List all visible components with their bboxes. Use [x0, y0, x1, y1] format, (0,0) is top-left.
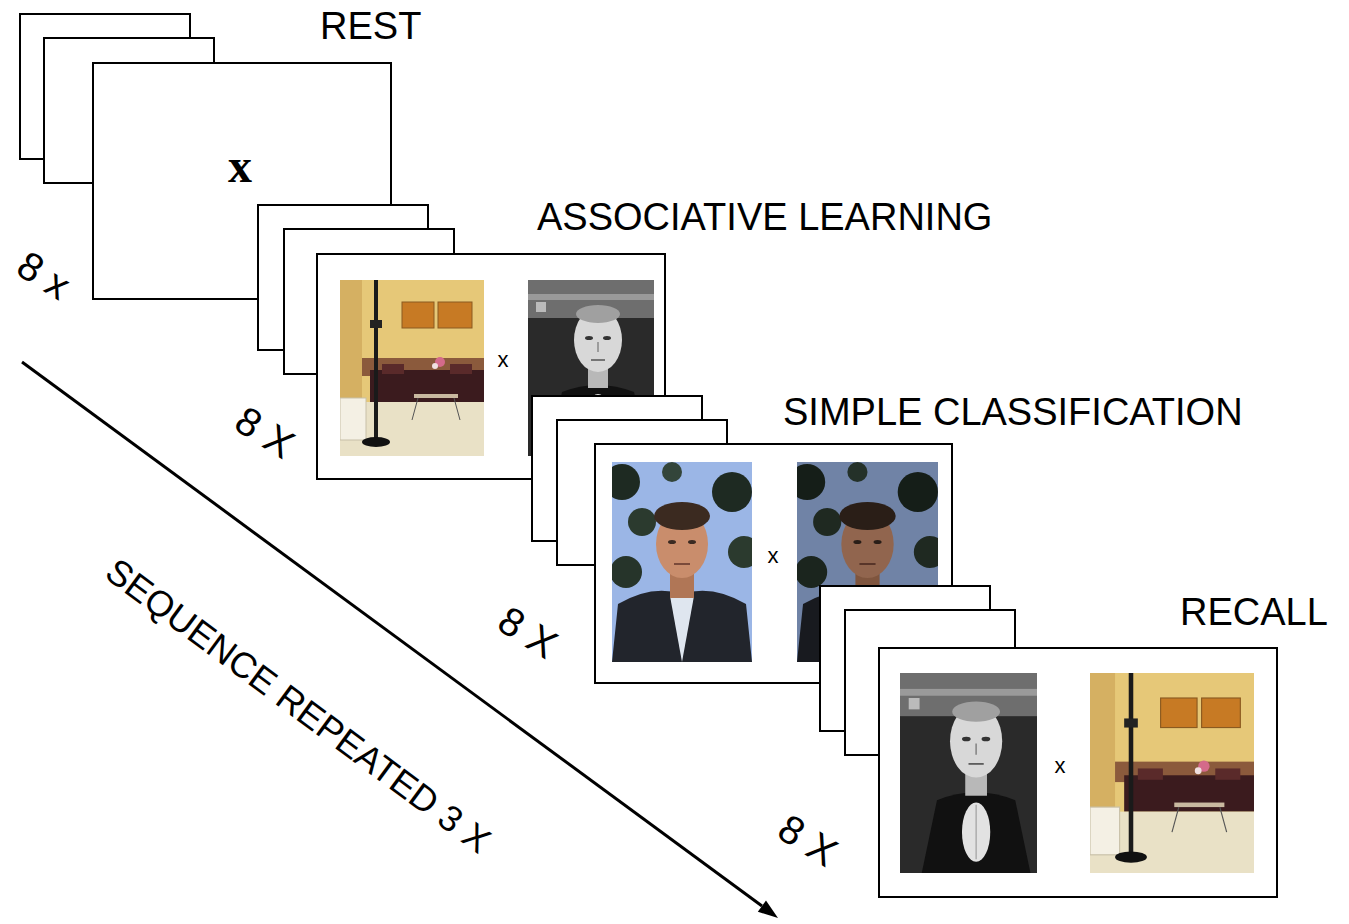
card-frame: RECALLx: [878, 647, 1278, 898]
stage-heading: RECALL: [1180, 593, 1328, 631]
repeat-count: 8 x: [11, 244, 77, 306]
fixation-cross: x: [1055, 755, 1066, 777]
face-photo: [604, 462, 760, 662]
repeat-count: 8 X: [772, 807, 844, 873]
sequence-note: SEQUENCE REPEATED 3 X: [99, 553, 496, 860]
repeat-count: 8 X: [229, 399, 301, 465]
stage-heading: SIMPLE CLASSIFICATION: [783, 393, 1243, 431]
room-photo: [1090, 673, 1254, 873]
face-photo: [900, 673, 1037, 873]
arrow-head: [758, 901, 778, 918]
fixation-cross: x: [228, 142, 252, 190]
fixation-cross: x: [768, 545, 779, 567]
repeat-count: 8 X: [492, 599, 564, 665]
stage-heading: ASSOCIATIVE LEARNING: [537, 198, 992, 236]
room-photo: [340, 280, 484, 456]
card-ground: [878, 647, 1278, 898]
stage-heading: REST: [320, 7, 421, 45]
fixation-cross: x: [498, 349, 509, 371]
